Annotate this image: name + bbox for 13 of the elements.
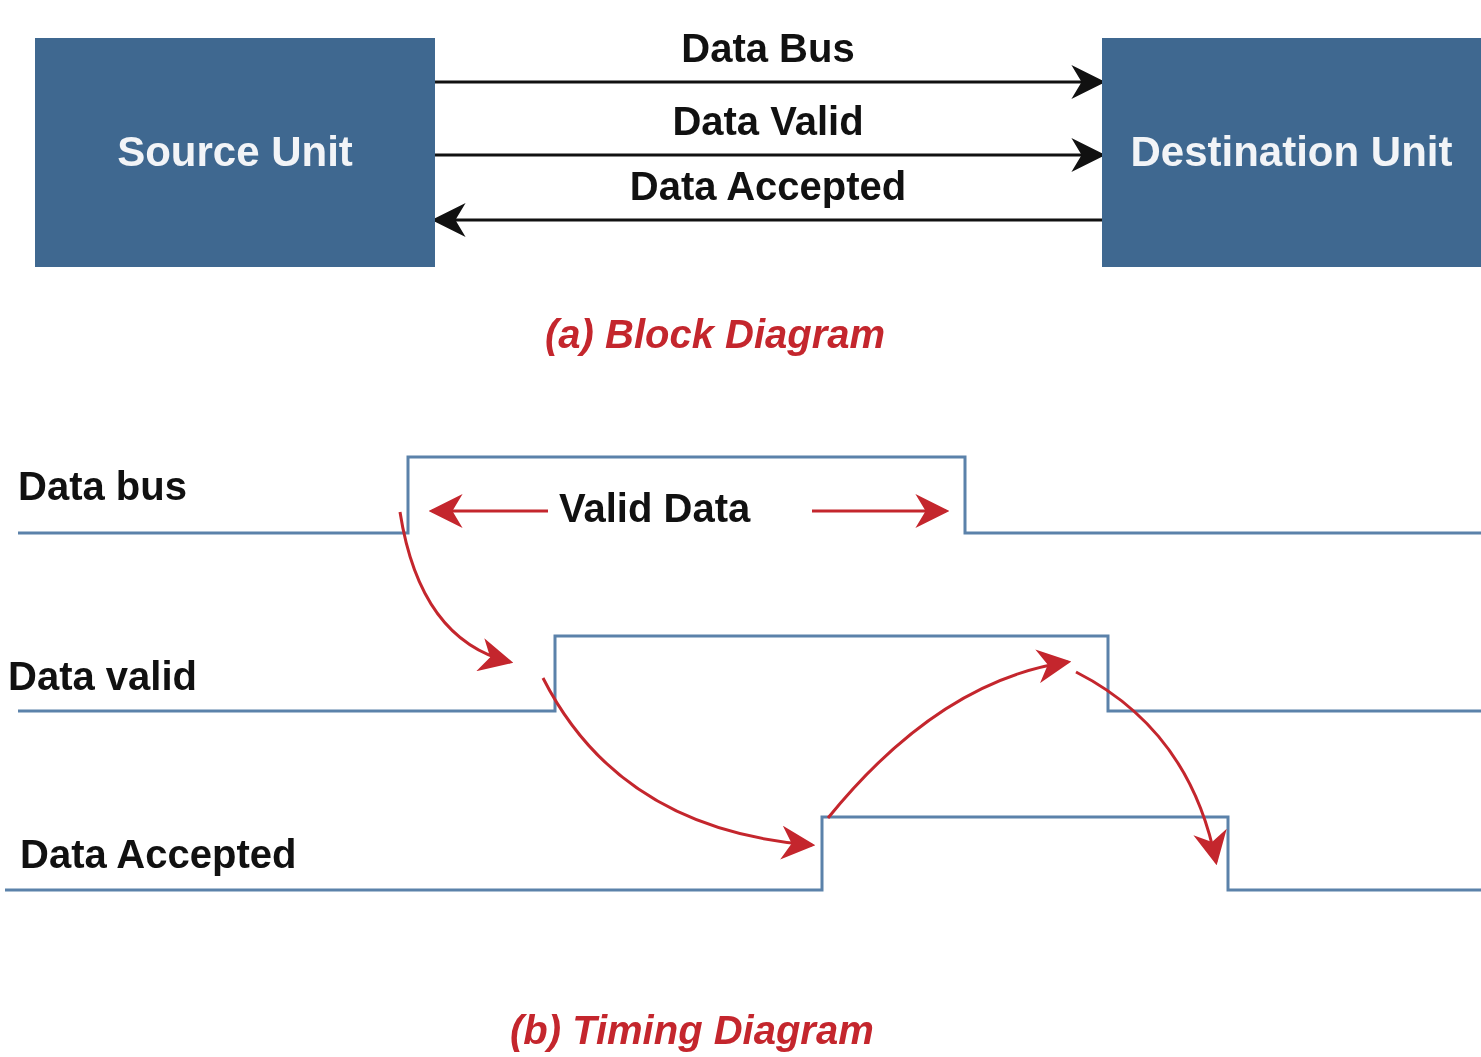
unit-block <box>1102 38 1481 267</box>
diagram-caption: (b) Timing Diagram <box>510 1008 874 1053</box>
unit-block <box>35 38 435 267</box>
span-label: Valid Data <box>559 486 751 531</box>
signal-label: Data Accepted <box>20 832 297 877</box>
edge-label: Data Valid <box>672 99 864 144</box>
edge-label: Data Bus <box>681 26 855 71</box>
signal-label: Data valid <box>8 654 197 699</box>
unit-label: Source Unit <box>117 127 353 178</box>
diagram-caption: (a) Block Diagram <box>545 312 886 357</box>
signal-label: Data bus <box>18 464 187 509</box>
unit-label: Destination Unit <box>1130 127 1453 178</box>
edge-label: Data Accepted <box>629 164 907 209</box>
